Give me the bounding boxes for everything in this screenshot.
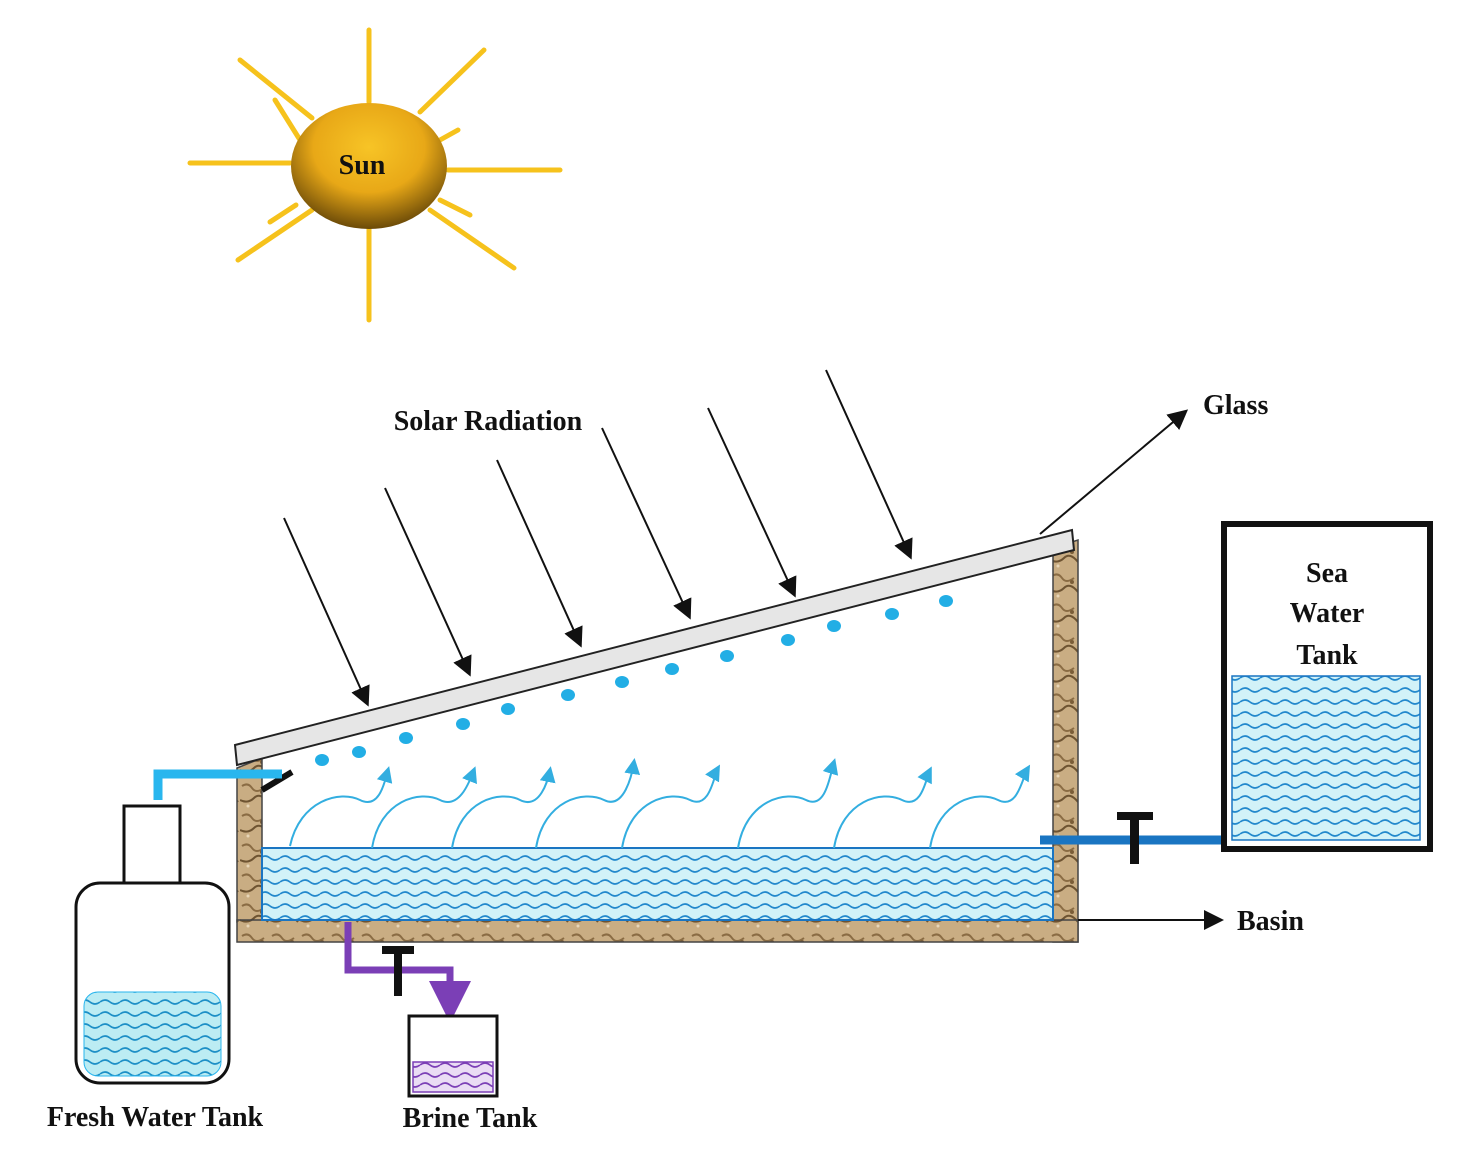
radiation-arrow — [283, 517, 370, 707]
sun: Sun — [187, 27, 563, 323]
sea-water-tank — [1221, 521, 1433, 852]
radiation-arrow — [707, 407, 797, 598]
sea-water-valve — [1117, 812, 1153, 864]
fresh-water-tank — [74, 804, 231, 1085]
vapor-arrows — [289, 758, 1031, 849]
fresh-tank-neck — [122, 804, 182, 886]
brine-tank-water — [412, 1061, 494, 1093]
radiation-arrow — [601, 427, 692, 620]
solar-radiation-arrows — [283, 369, 913, 707]
fresh-tank-water — [83, 991, 222, 1077]
sea-water-tank-label-line3: Tank — [1296, 640, 1358, 671]
fresh-water-pipe — [153, 769, 282, 800]
sea-water-tank-label-line1: Sea — [1306, 558, 1348, 589]
right-wall — [1052, 538, 1079, 943]
sea-tank-water — [1231, 675, 1421, 841]
sun-rays — [187, 27, 563, 323]
left-wall — [236, 756, 263, 923]
bottom-wall — [236, 919, 1079, 943]
basin-water — [261, 847, 1054, 921]
fresh-water-tank-label: Fresh Water Tank — [47, 1102, 264, 1133]
sea-water-tank-label-line2: Water — [1290, 598, 1365, 629]
condensate-droplets — [315, 595, 953, 766]
glass-pointer-arrow — [1039, 409, 1189, 535]
brine-valve — [382, 946, 414, 996]
radiation-arrow — [496, 459, 583, 648]
distillate-collector — [260, 769, 294, 793]
brine-tank — [407, 1014, 499, 1098]
sun-disk — [291, 103, 447, 229]
radiation-arrow — [384, 487, 472, 677]
glass-label: Glass — [1203, 390, 1268, 421]
basin-label: Basin — [1237, 906, 1304, 937]
radiation-arrow — [825, 369, 913, 560]
glass-cover — [233, 528, 1076, 767]
solar-radiation-label: Solar Radiation — [394, 406, 583, 437]
brine-tank-label: Brine Tank — [403, 1103, 538, 1134]
sun-label: Sun — [339, 150, 386, 181]
